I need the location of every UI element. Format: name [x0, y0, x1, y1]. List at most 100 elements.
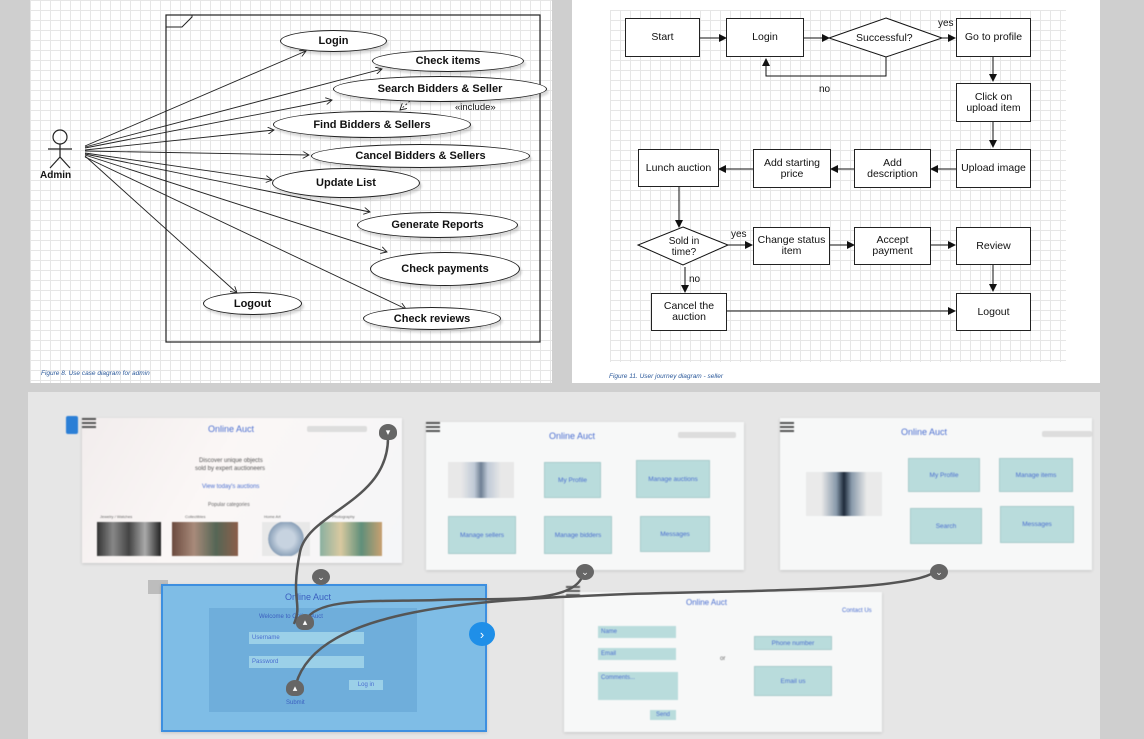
login-welcome: Welcome to Online Auct [259, 614, 323, 620]
category-image-2[interactable] [172, 522, 238, 556]
category-image-3[interactable] [262, 522, 310, 556]
journey-yes-2: yes [731, 229, 747, 240]
tile-my-profile[interactable]: My Profile [544, 462, 601, 498]
home-app-title: Online Auct [208, 424, 255, 434]
contact-email-button[interactable]: Email us [754, 666, 832, 696]
home-category-label-1: Jewelry / Watches [100, 514, 133, 519]
menu-icon[interactable] [426, 422, 440, 434]
username-field[interactable]: Username [249, 632, 364, 644]
user-tile-my-profile[interactable]: My Profile [908, 458, 980, 492]
menu-icon[interactable] [780, 422, 794, 434]
prototype-canvas: Online Auct Discover unique objects sold… [28, 392, 1100, 739]
contact-app-title: Online Auct [686, 598, 727, 607]
journey-go-profile: Go to profile [956, 18, 1031, 57]
home-view-link[interactable]: View today's auctions [202, 484, 260, 490]
figure-11-caption: Figure 11. User journey diagram - seller [609, 373, 724, 380]
usecase-login[interactable]: Login [280, 30, 387, 52]
contact-name-field[interactable]: Name [598, 626, 676, 638]
admin-menu-screen[interactable]: Online Auct My Profile Manage auctions M… [426, 422, 744, 570]
journey-no-1: no [819, 84, 831, 95]
tile-messages[interactable]: Messages [640, 516, 710, 552]
contact-comments-field[interactable]: Comments... [598, 672, 678, 700]
include-label: «include» [455, 102, 496, 113]
login-submit[interactable]: Submit [286, 700, 305, 706]
usecase-update-list[interactable]: Update List [272, 168, 420, 198]
usecase-cancel-bidders-sellers[interactable]: Cancel Bidders & Sellers [311, 144, 530, 168]
blue-tab-marker [66, 416, 78, 434]
contact-us-link[interactable]: Contact Us [842, 608, 872, 614]
user-tile-search[interactable]: Search [910, 508, 982, 544]
home-search-bar[interactable] [307, 426, 367, 432]
link-node-home[interactable]: ▾ [379, 424, 397, 440]
usecase-find-bidders-sellers[interactable]: Find Bidders & Sellers [273, 111, 471, 138]
journey-logout: Logout [956, 293, 1031, 331]
link-node-login-a[interactable]: ▴ [296, 614, 314, 630]
usecase-check-reviews[interactable]: Check reviews [363, 307, 501, 330]
usecase-check-payments[interactable]: Check payments [370, 252, 520, 286]
home-category-label-3: Home Art [264, 514, 281, 519]
admin-actor-figure [48, 129, 72, 169]
home-heading-1: Discover unique objects [199, 458, 263, 464]
tile-manage-auctions[interactable]: Manage auctions [636, 460, 710, 498]
menu-icon[interactable] [82, 418, 96, 430]
admin-actor-label: Admin [40, 170, 72, 181]
link-node-home-out[interactable]: ⌄ [312, 569, 330, 585]
home-category-label-4: Photography [332, 514, 355, 519]
journey-start: Start [625, 18, 700, 57]
journey-accept-payment: Accept payment [854, 227, 931, 265]
home-screen[interactable]: Online Auct Discover unique objects sold… [66, 416, 402, 563]
user-tile-messages[interactable]: Messages [1000, 506, 1074, 543]
journey-add-description: Add description [854, 149, 931, 188]
use-case-connectors [48, 14, 541, 343]
journey-click-upload: Click on upload item [956, 83, 1031, 122]
journey-change-status: Change status item [753, 227, 830, 265]
user-photo [806, 472, 882, 516]
admin-search-bar[interactable] [678, 432, 736, 438]
usecase-logout[interactable]: Logout [203, 292, 302, 315]
journey-connectors [636, 17, 997, 315]
login-app-title: Online Auct [285, 592, 332, 602]
journey-cancel-auction: Cancel the auction [651, 293, 727, 331]
link-node-admin-out[interactable]: ⌄ [576, 564, 594, 580]
journey-successful: Successful? [856, 32, 913, 44]
user-journey-panel: Start Login Successful? yes Go to profil… [572, 0, 1100, 383]
usecase-generate-reports[interactable]: Generate Reports [357, 212, 518, 238]
category-image-1[interactable] [97, 522, 161, 556]
contact-send-button[interactable]: Send [650, 710, 676, 720]
link-node-login-b[interactable]: ▴ [286, 680, 304, 696]
journey-yes-1: yes [938, 18, 954, 29]
journey-upload-image: Upload image [956, 149, 1031, 188]
journey-lunch-auction: Lunch auction [638, 149, 719, 187]
profile-photo [448, 462, 514, 498]
figure-8-caption: Figure 8. Use case diagram for admin [41, 370, 150, 377]
tile-manage-bidders[interactable]: Manage bidders [544, 516, 612, 554]
user-search-bar[interactable] [1042, 431, 1092, 437]
journey-login: Login [726, 18, 804, 57]
user-tile-manage-items[interactable]: Manage items [999, 458, 1073, 492]
login-button[interactable]: Log in [349, 680, 383, 690]
contact-email-field[interactable]: Email [598, 648, 676, 660]
contact-or: or [720, 656, 726, 662]
user-menu-screen[interactable]: Online Auct My Profile Manage items Sear… [780, 418, 1092, 570]
journey-add-price: Add starting price [753, 149, 831, 188]
sold-decision-shape [636, 226, 730, 266]
contact-screen[interactable]: Online Auct Contact Us Name Email Commen… [564, 586, 882, 732]
link-node-user-out[interactable]: ⌄ [930, 564, 948, 580]
home-heading-2: sold by expert auctioneers [195, 466, 266, 472]
home-section-title: Popular categories [208, 502, 250, 508]
next-arrow-button[interactable]: › [469, 622, 495, 646]
use-case-diagram-panel: Admin Login Check items Search Bidders &… [30, 0, 552, 383]
journey-sold-in-time: Sold in time? [668, 236, 700, 258]
journey-no-2: no [689, 274, 701, 285]
admin-app-title: Online Auct [549, 431, 596, 441]
category-image-4[interactable] [320, 522, 382, 556]
usecase-search-bidders-seller[interactable]: Search Bidders & Seller [333, 76, 547, 102]
journey-review: Review [956, 227, 1031, 265]
prototype-connectors [292, 437, 940, 685]
tile-manage-sellers[interactable]: Manage sellers [448, 516, 516, 554]
contact-phone-button[interactable]: Phone number [754, 636, 832, 650]
successful-decision-shape [827, 17, 944, 58]
home-category-label-2: Collectibles [185, 514, 206, 519]
user-app-title: Online Auct [901, 427, 948, 437]
usecase-check-items[interactable]: Check items [372, 50, 524, 72]
